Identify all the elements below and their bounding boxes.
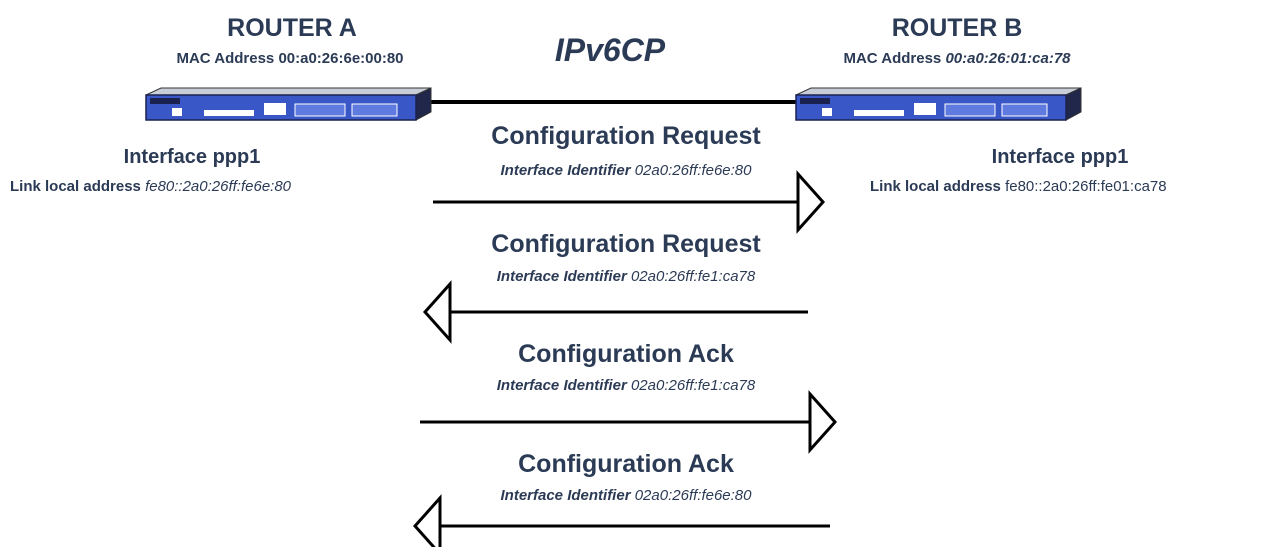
router-a-mac: MAC Address 00:a0:26:6e:00:80	[110, 50, 470, 67]
router-b-mac-label: MAC Address	[843, 50, 942, 67]
arrow-right-3	[420, 390, 838, 454]
router-a-link-local: Link local address fe80::2a0:26ff:fe6e:8…	[10, 178, 291, 195]
message-1-id-label: Interface Identifier	[500, 162, 631, 179]
message-4-id-label: Interface Identifier	[500, 487, 631, 504]
message-1-title: Configuration Request	[491, 122, 761, 150]
router-a-device-icon	[145, 87, 432, 121]
message-4-id-value: 02a0:26ff:fe6e:80	[634, 487, 752, 504]
arrow-left-2	[422, 280, 808, 344]
message-1-identifier: Interface Identifier 02a0:26ff:fe6e:80	[406, 162, 846, 179]
router-a-link-value: fe80::2a0:26ff:fe6e:80	[145, 178, 292, 195]
router-b-mac: MAC Address 00:a0:26:01:ca:78	[777, 50, 1137, 67]
router-a-title: ROUTER A	[227, 14, 357, 42]
message-2-id-value: 02a0:26ff:fe1:ca78	[630, 268, 756, 285]
message-2-title: Configuration Request	[491, 230, 761, 258]
router-b-link-value: fe80::2a0:26ff:fe01:ca78	[1005, 178, 1167, 195]
message-3-id-value: 02a0:26ff:fe1:ca78	[630, 377, 756, 394]
arrow-left-4	[412, 494, 830, 547]
protocol-title: IPv6CP	[554, 32, 666, 68]
message-4-identifier: Interface Identifier 02a0:26ff:fe6e:80	[406, 487, 846, 504]
message-3-title: Configuration Ack	[518, 340, 734, 368]
message-4-title: Configuration Ack	[518, 450, 734, 478]
router-a-interface: Interface ppp1	[123, 146, 261, 168]
router-a-mac-label: MAC Address	[176, 50, 275, 67]
router-a-link-label: Link local address	[10, 178, 141, 195]
message-2-id-label: Interface Identifier	[496, 268, 627, 285]
router-b-link-local: Link local address fe80::2a0:26ff:fe01:c…	[870, 178, 1167, 195]
message-3-id-label: Interface Identifier	[496, 377, 627, 394]
router-b-title: ROUTER B	[891, 14, 1023, 42]
router-b-mac-value: 00:a0:26:01:ca:78	[945, 50, 1071, 67]
message-2-identifier: Interface Identifier 02a0:26ff:fe1:ca78	[406, 268, 846, 285]
router-b-link-label: Link local address	[870, 178, 1001, 195]
message-1-id-value: 02a0:26ff:fe6e:80	[634, 162, 752, 179]
router-b-interface: Interface ppp1	[991, 146, 1129, 168]
message-3-identifier: Interface Identifier 02a0:26ff:fe1:ca78	[406, 377, 846, 394]
router-b-device-icon	[795, 87, 1082, 121]
router-a-mac-value: 00:a0:26:6e:00:80	[278, 50, 404, 67]
arrow-right-1	[433, 170, 826, 234]
